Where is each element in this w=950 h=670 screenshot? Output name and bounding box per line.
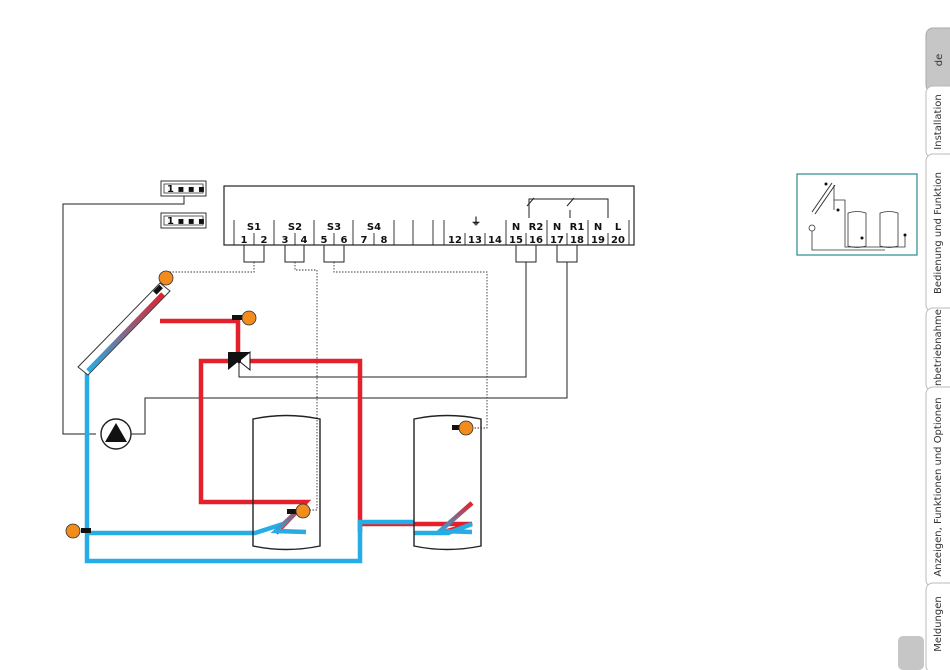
terminal-group-l: L <box>615 222 622 233</box>
terminal-14: 14 <box>488 235 502 246</box>
terminal-group-s3: S3 <box>327 222 341 233</box>
terminal-group-r1: R1 <box>570 222 585 233</box>
terminal-group-s2: S2 <box>288 222 302 233</box>
hot-pipes <box>160 321 472 533</box>
side-tabs: de Installation Bedienung und Funktion I… <box>926 28 950 670</box>
sensor-wires <box>166 262 487 510</box>
sensor-collector <box>159 271 173 285</box>
tab-de-label: de <box>934 54 945 67</box>
tab-meldungen-label: Meldungen <box>933 596 944 651</box>
terminal-group-r2: R2 <box>529 222 544 233</box>
terminal-18: 18 <box>570 235 584 246</box>
terminal-2: 2 <box>261 235 268 246</box>
terminal-20: 20 <box>611 235 625 246</box>
terminal-19: 19 <box>591 235 605 246</box>
tab-installation-label: Installation <box>933 94 944 149</box>
terminal-group-n-1: N <box>512 222 520 233</box>
terminal-16: 16 <box>529 235 543 246</box>
terminal-7: 7 <box>361 235 368 246</box>
terminal-6: 6 <box>341 235 348 246</box>
terminal-block: S1 S2 S3 S4 N R2 N R1 N L ⏚ <box>224 186 634 246</box>
terminal-brackets <box>244 245 577 262</box>
terminal-group-s1: S1 <box>247 222 261 233</box>
terminal-12: 12 <box>448 235 462 246</box>
terminal-group-n-3: N <box>594 222 602 233</box>
connector-upper-label: 1 ▪ ▪ ▪ <box>167 184 205 195</box>
page-marker <box>898 636 924 670</box>
terminal-group-n-2: N <box>553 222 561 233</box>
system-thumbnail <box>797 174 917 255</box>
terminal-5: 5 <box>321 235 328 246</box>
connector-lower-label: 1 ▪ ▪ ▪ <box>167 216 205 227</box>
terminal-group-s4: S4 <box>367 222 381 233</box>
solar-collector <box>78 283 170 375</box>
connector-upper: 1 ▪ ▪ ▪ <box>161 181 206 196</box>
tab-anzeigen-label: Anzeigen, Funktionen und Optionen <box>933 397 944 576</box>
terminal-1: 1 <box>241 235 248 246</box>
sensor-tank-2 <box>452 421 473 435</box>
terminal-17: 17 <box>550 235 564 246</box>
terminal-8: 8 <box>381 235 388 246</box>
ground-icon: ⏚ <box>471 216 481 228</box>
tab-bedienung-label: Bedienung und Funktion <box>933 172 944 294</box>
pump-icon <box>101 419 131 449</box>
terminal-15: 15 <box>509 235 523 246</box>
terminal-3: 3 <box>282 235 289 246</box>
connector-lower: 1 ▪ ▪ ▪ <box>161 213 206 228</box>
terminal-4: 4 <box>301 235 308 246</box>
terminal-13: 13 <box>468 235 482 246</box>
tab-inbetriebnahme-label: Inbetriebnahme <box>933 309 944 389</box>
